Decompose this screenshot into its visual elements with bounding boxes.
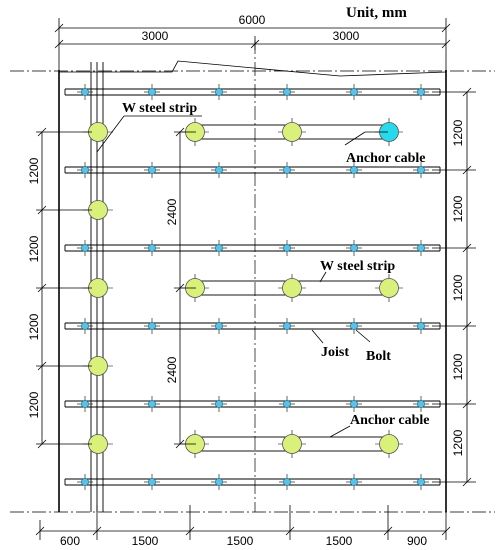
joist-3: [64, 318, 441, 334]
dim-left-half: 3000: [142, 29, 169, 43]
label-bolt: Bolt: [366, 349, 391, 364]
label-joist: Joist: [321, 345, 349, 360]
label-anchor-cable-bottom: Anchor cable: [350, 413, 429, 428]
dim-left-3: 1200: [27, 391, 41, 418]
bolt: [350, 88, 358, 96]
bolt: [215, 400, 223, 408]
dim-right-3: 1200: [451, 353, 465, 380]
bolt: [215, 88, 223, 96]
bolt: [148, 322, 156, 330]
dim-bottom-0: 600: [60, 534, 80, 548]
bolt: [283, 322, 291, 330]
dim-inner-0: 2400: [165, 198, 179, 225]
bolt: [350, 166, 358, 174]
bolt: [81, 400, 89, 408]
dim-right-2: 1200: [451, 274, 465, 301]
bottom-dimension-lines: [35, 505, 451, 540]
anchor-cable: [282, 278, 302, 298]
bolt: [215, 478, 223, 486]
bolt: [283, 400, 291, 408]
bolt: [417, 166, 425, 174]
anchor-cable: [282, 122, 302, 142]
dim-left-0: 1200: [27, 157, 41, 184]
anchor-cable: [282, 434, 302, 454]
joist-2: [64, 240, 441, 256]
joist-4: [64, 396, 441, 412]
bolt: [148, 400, 156, 408]
bolt: [283, 88, 291, 96]
dim-total-width: 6000: [239, 13, 266, 27]
bolt: [81, 322, 89, 330]
dim-right-1: 1200: [451, 195, 465, 222]
unit-label: Unit, mm: [346, 5, 407, 21]
bolt: [417, 478, 425, 486]
bolt: [417, 88, 425, 96]
bolt: [417, 322, 425, 330]
dim-right-0: 1200: [451, 119, 465, 146]
bolt: [148, 244, 156, 252]
bolt: [81, 478, 89, 486]
joist-1: [64, 162, 441, 178]
top-dimension-lines: [54, 18, 451, 70]
right-dimension-lines: [432, 87, 476, 487]
bolt: [215, 322, 223, 330]
bolt: [148, 166, 156, 174]
bolt: [81, 244, 89, 252]
bolt: [81, 88, 89, 96]
label-anchor-cable-top: Anchor cable: [346, 151, 425, 166]
bolt: [148, 88, 156, 96]
dim-bottom-3: 1500: [326, 534, 353, 548]
joists-group: [64, 84, 441, 490]
inner-dimension-lines: [174, 127, 196, 449]
bolt: [417, 400, 425, 408]
bolt: [350, 322, 358, 330]
dim-bottom-1: 1500: [132, 534, 159, 548]
bolt: [417, 244, 425, 252]
bolt: [215, 166, 223, 174]
top-profile-line: [59, 60, 447, 77]
bolt: [81, 166, 89, 174]
left-dimension-lines: [36, 127, 92, 449]
anchor-cable: [379, 278, 399, 298]
dim-left-1: 1200: [27, 235, 41, 262]
label-w-steel-strip-top: W steel strip: [122, 101, 197, 116]
dim-bottom-2: 1500: [227, 534, 254, 548]
dim-inner-1: 2400: [165, 356, 179, 383]
bolt: [283, 478, 291, 486]
joist-5: [64, 474, 441, 490]
bolt: [148, 478, 156, 486]
leader-lines: [96, 115, 388, 438]
label-w-steel-strip-mid: W steel strip: [320, 259, 395, 274]
bolt: [350, 244, 358, 252]
dim-right-half: 3000: [333, 29, 360, 43]
bolt: [283, 244, 291, 252]
dim-left-2: 1200: [27, 313, 41, 340]
dim-bottom-4: 900: [407, 534, 427, 548]
bolt: [215, 244, 223, 252]
joist-0: [64, 84, 441, 100]
bolt: [283, 166, 291, 174]
dim-right-4: 1200: [451, 429, 465, 456]
bolt: [350, 478, 358, 486]
anchor-cable: [379, 434, 399, 454]
bolt: [350, 400, 358, 408]
